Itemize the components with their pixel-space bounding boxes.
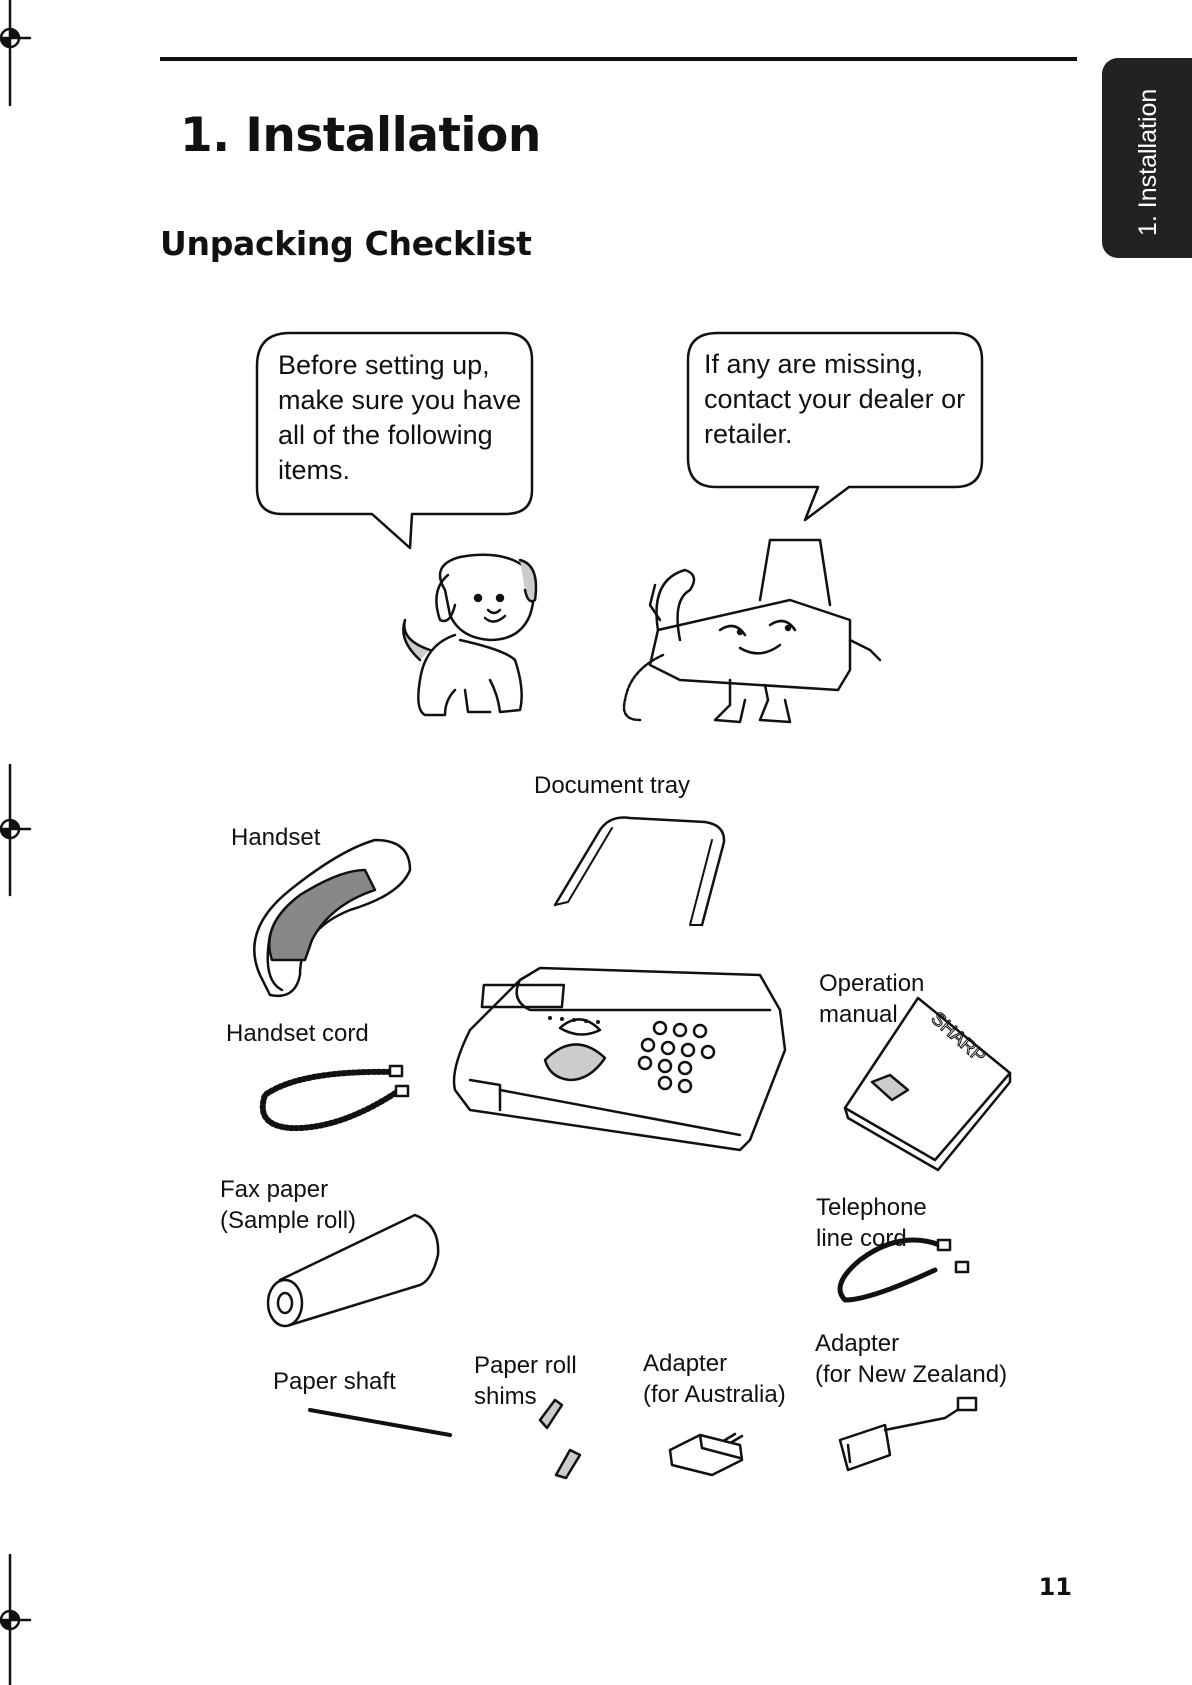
label-line: Paper roll: [474, 1352, 577, 1379]
paper-shaft-illustration: [308, 1408, 452, 1437]
telephone-line-cord-label: Telephone line cord: [816, 1192, 927, 1254]
document-tray-illustration: [553, 816, 726, 927]
left-bubble-line: items.: [278, 455, 351, 485]
page-number: 11: [1038, 1573, 1072, 1601]
right-bubble-line: If any are missing,: [704, 349, 924, 379]
right-bubble-text: If any are missing, contact your dealer …: [704, 347, 965, 452]
fax-machine-illustration: [452, 966, 787, 1152]
operation-manual-label: Operation manual: [819, 968, 924, 1030]
right-speech-bubble: [686, 331, 984, 522]
puppy-illustration: [402, 553, 538, 717]
label-line: Adapter: [815, 1330, 900, 1357]
right-bubble-line: retailer.: [704, 419, 793, 449]
label-line: shims: [474, 1383, 537, 1410]
handset-cord-label: Handset cord: [226, 1020, 369, 1047]
paper-roll-shims-label: Paper roll shims: [474, 1350, 577, 1412]
chapter-side-tab: 1. Installation: [1102, 58, 1192, 258]
label-line: (Sample roll): [220, 1207, 357, 1234]
operation-manual-illustration: [843, 996, 1012, 1172]
left-bubble-line: make sure you have: [278, 385, 522, 415]
manual-brand-label: SHARP: [927, 1008, 990, 1067]
fax-paper-roll-illustration: [266, 1213, 440, 1328]
section-title: Unpacking Checklist: [160, 224, 532, 263]
label-line: Fax paper: [220, 1176, 329, 1203]
label-line: Operation: [819, 970, 925, 997]
adapter-nz-label: Adapter (for New Zealand): [815, 1328, 1007, 1390]
paper-roll-shims-illustration: [538, 1398, 582, 1480]
paper-shaft-label: Paper shaft: [273, 1368, 396, 1395]
label-line: (for Australia): [643, 1381, 786, 1408]
handset-label: Handset: [231, 824, 321, 851]
left-bubble-line: all of the following: [278, 420, 493, 450]
handset-illustration: [253, 838, 412, 998]
top-rule: [160, 57, 1077, 61]
adapter-nz-illustration: [838, 1396, 978, 1472]
label-line: manual: [819, 1001, 898, 1028]
left-bubble-text: Before setting up, make sure you have al…: [278, 348, 521, 488]
fax-paper-label: Fax paper (Sample roll): [220, 1174, 356, 1236]
adapter-australia-label: Adapter (for Australia): [643, 1348, 786, 1410]
label-line: (for New Zealand): [815, 1361, 1008, 1388]
label-line: Adapter: [643, 1350, 728, 1377]
label-line: line cord: [816, 1225, 907, 1252]
left-bubble-line: Before setting up,: [278, 350, 490, 380]
right-bubble-line: contact your dealer or: [704, 384, 966, 414]
left-speech-bubble: [255, 331, 534, 550]
fax-character-illustration: [622, 538, 882, 724]
chapter-title: 1. Installation: [180, 108, 541, 163]
telephone-line-cord-illustration: [837, 1237, 970, 1303]
label-line: Telephone: [816, 1194, 927, 1221]
handset-cord-illustration: [259, 1064, 410, 1132]
adapter-australia-illustration: [668, 1432, 744, 1477]
document-tray-label: Document tray: [534, 772, 691, 799]
